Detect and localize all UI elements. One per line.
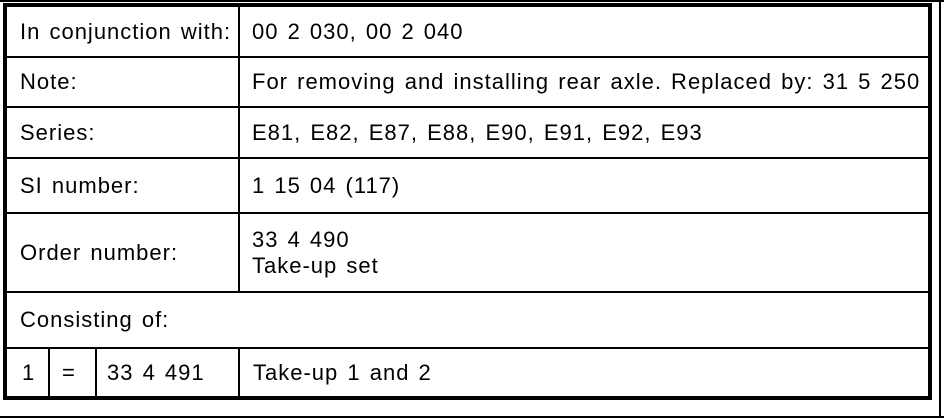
series-label: Series: <box>4 106 240 159</box>
row-consisting-of: Consisting of: <box>4 291 931 349</box>
item-number-cell: 1 <box>4 347 50 399</box>
row-in-conjunction: In conjunction with: 00 2 030, 00 2 040 <box>4 4 931 58</box>
part-number-cell: 33 4 491 <box>95 347 240 399</box>
row-series: Series: E81, E82, E87, E88, E90, E91, E9… <box>4 106 931 159</box>
order-number-value-line2: Take-up set <box>252 252 379 278</box>
page-edge-line-right <box>939 0 941 418</box>
order-number-value-line1: 33 4 490 <box>252 226 350 252</box>
page-edge-line-top <box>0 0 944 2</box>
order-number-value: 33 4 490 Take-up set <box>238 212 931 293</box>
si-number-label: SI number: <box>4 157 240 214</box>
note-value: For removing and installing rear axle. R… <box>238 56 931 108</box>
row-si-number: SI number: 1 15 04 (117) <box>4 157 931 214</box>
row-part-item: 1 = 33 4 491 Take-up 1 and 2 <box>4 347 931 399</box>
order-number-label: Order number: <box>4 212 240 293</box>
si-number-value: 1 15 04 (117) <box>238 157 931 214</box>
spec-table: In conjunction with: 00 2 030, 00 2 040 … <box>3 3 932 400</box>
note-label: Note: <box>4 56 240 108</box>
page-edge-line-bottom <box>0 416 944 418</box>
part-description-cell: Take-up 1 and 2 <box>238 347 931 399</box>
in-conjunction-value: 00 2 030, 00 2 040 <box>238 4 931 58</box>
row-note: Note: For removing and installing rear a… <box>4 56 931 108</box>
consisting-of-label: Consisting of: <box>4 291 931 349</box>
in-conjunction-label: In conjunction with: <box>4 4 240 58</box>
series-value: E81, E82, E87, E88, E90, E91, E92, E93 <box>238 106 931 159</box>
row-order-number: Order number: 33 4 490 Take-up set <box>4 212 931 293</box>
equals-sign-cell: = <box>48 347 97 399</box>
